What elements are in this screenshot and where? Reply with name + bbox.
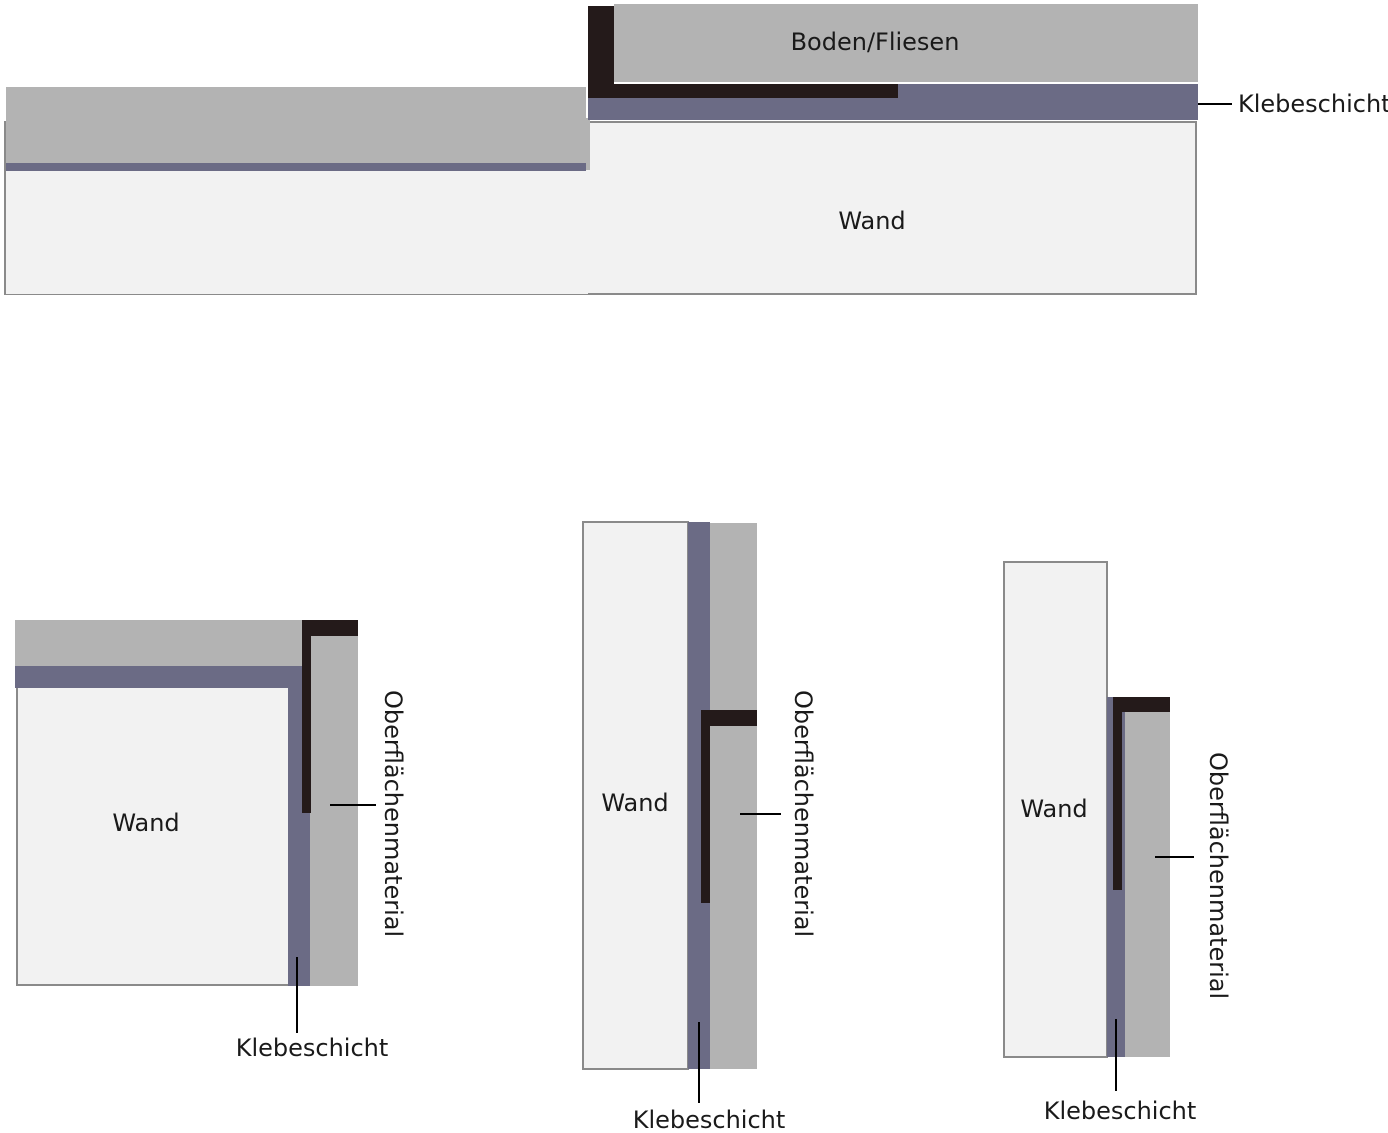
d1-adhesive-label: Klebeschicht xyxy=(236,1034,389,1062)
top-step-edge xyxy=(586,118,590,170)
wall-diagram-3: Wand Oberflächenmaterial Klebeschicht xyxy=(1003,561,1232,1125)
top-right-tile xyxy=(614,4,1198,82)
d3-profile-leg xyxy=(1113,697,1122,890)
corner-diagram-1: Wand Oberflächenmaterial Klebeschicht xyxy=(15,620,407,1062)
d1-top-adhesive xyxy=(15,666,310,688)
top-floor-label: Boden/Fliesen xyxy=(791,28,960,56)
top-left-tile xyxy=(6,87,586,163)
d2-profile-cap xyxy=(701,710,757,726)
top-profile-horizontal xyxy=(588,84,898,98)
top-diagram: Boden/Fliesen Klebeschicht Wand xyxy=(4,4,1388,295)
d1-top-surface xyxy=(15,620,303,666)
d3-profile-cap xyxy=(1113,697,1170,712)
d2-surface-label: Oberflächenmaterial xyxy=(789,690,817,937)
d2-wall-block xyxy=(582,521,689,1070)
d3-wall-block xyxy=(1003,561,1108,1058)
d2-adhesive-label: Klebeschicht xyxy=(633,1106,786,1133)
d2-profile-leg xyxy=(701,710,710,903)
top-profile-vertical xyxy=(588,6,614,96)
wall-diagram-2: Wand Oberflächenmaterial Klebeschicht xyxy=(582,521,817,1133)
d1-wall-label: Wand xyxy=(112,809,179,837)
d2-adhesive-layer xyxy=(688,522,710,1069)
top-adhesive-label: Klebeschicht xyxy=(1238,90,1388,118)
d1-profile-leg xyxy=(302,620,311,813)
d3-surface-label: Oberflächenmaterial xyxy=(1204,752,1232,999)
d1-side-surface xyxy=(310,636,358,986)
d3-surface xyxy=(1125,712,1170,1057)
d1-surface-label: Oberflächenmaterial xyxy=(379,690,407,937)
d1-profile-cap xyxy=(302,620,358,636)
top-wall-lower-block xyxy=(5,170,588,294)
d3-adhesive-label: Klebeschicht xyxy=(1044,1097,1197,1125)
top-left-adhesive-strip xyxy=(6,163,586,171)
d3-wall-label: Wand xyxy=(1020,795,1087,823)
top-wall-label: Wand xyxy=(838,207,905,235)
d2-wall-label: Wand xyxy=(601,789,668,817)
d2-surface xyxy=(710,523,757,1069)
d1-wall-block xyxy=(16,685,290,986)
